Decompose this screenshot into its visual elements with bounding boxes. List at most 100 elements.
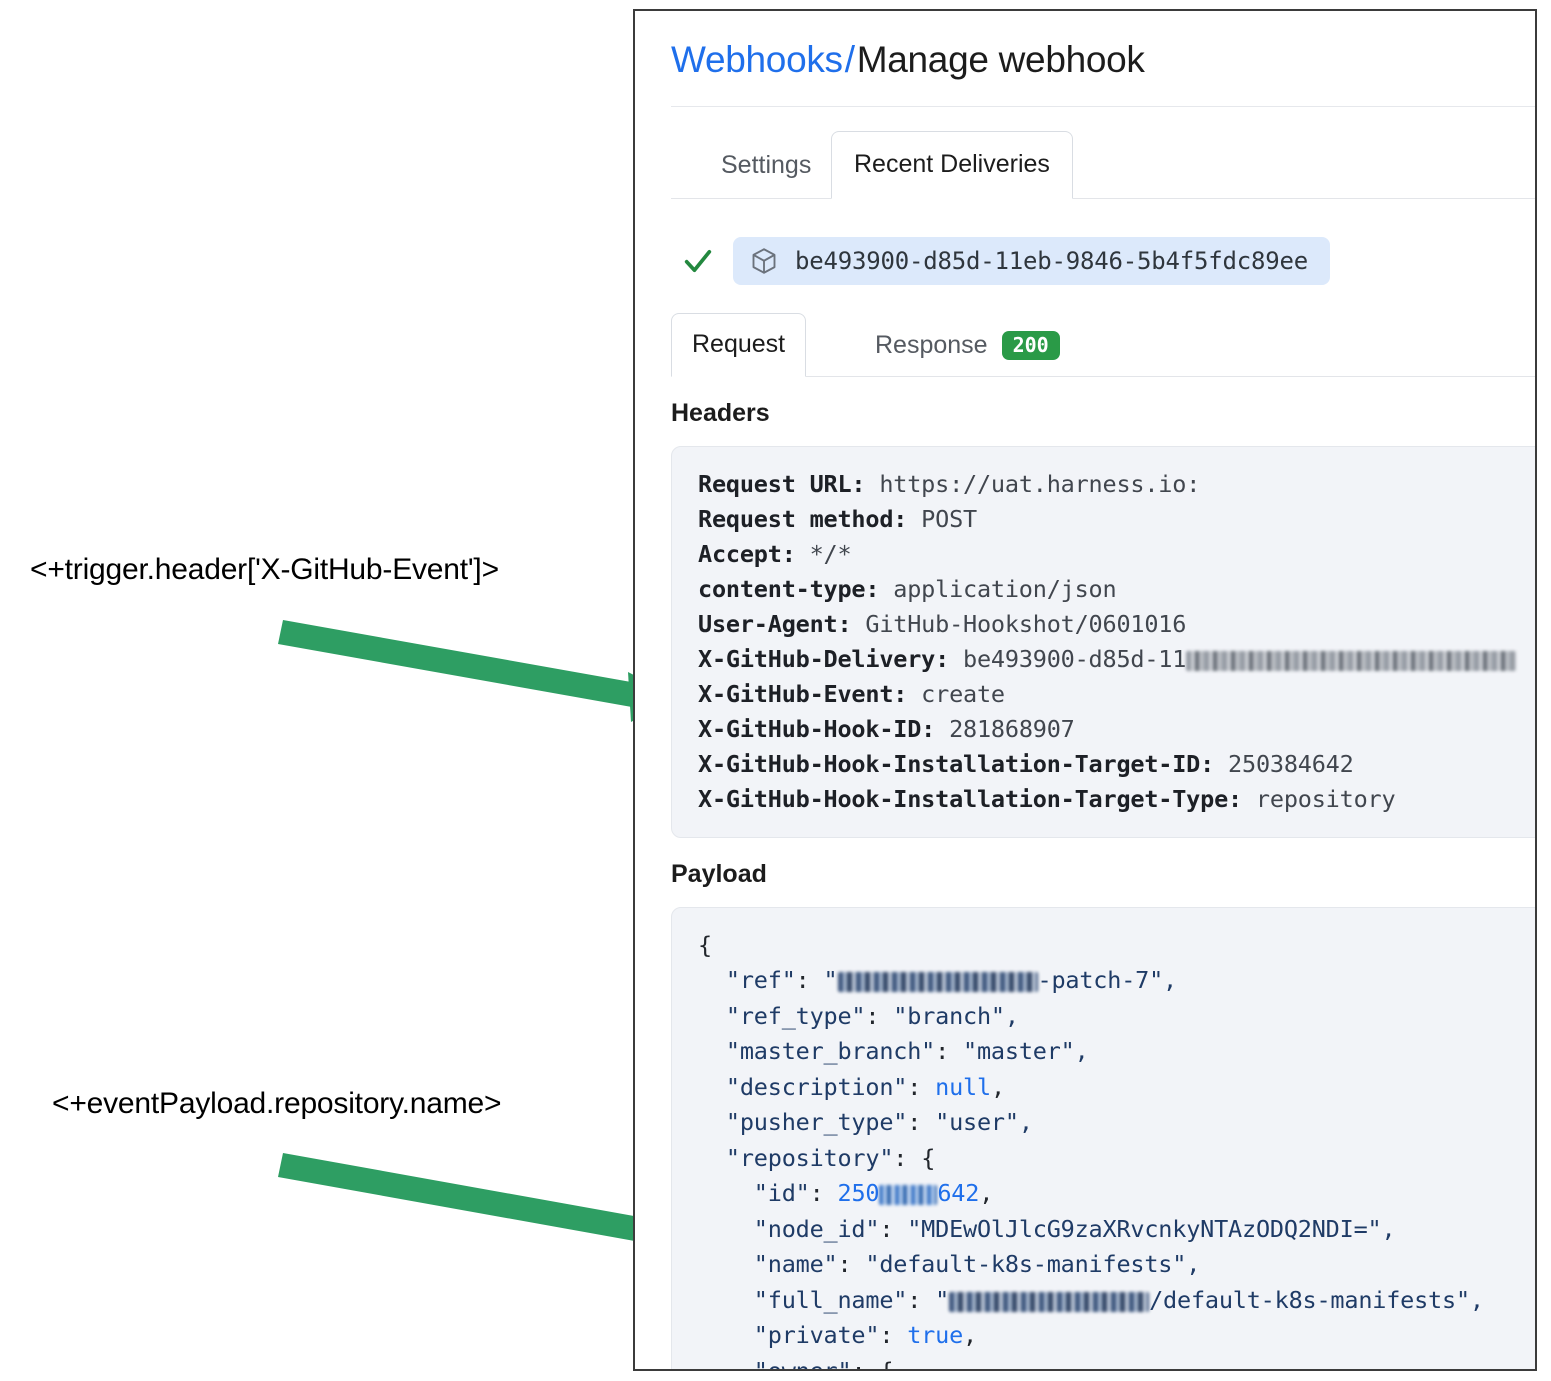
json-punct: , — [963, 1321, 977, 1350]
json-value: null — [935, 1072, 991, 1101]
header-key: Accept: — [698, 539, 796, 568]
breadcrumb-link-webhooks[interactable]: Webhooks — [671, 39, 843, 80]
header-line: Request URL: https://uat.harness.io: — [698, 467, 1535, 502]
breadcrumb-separator: / — [844, 39, 855, 80]
header-line: X-GitHub-Hook-Installation-Target-Type: … — [698, 782, 1535, 817]
json-key: "node_id" — [698, 1214, 880, 1243]
payload-line: "ref_type": "branch", — [698, 999, 1535, 1035]
annotation-label-trigger-header: <+trigger.header['X-GitHub-Event']> — [30, 553, 499, 586]
json-value: "default-k8s-manifests", — [865, 1250, 1201, 1279]
delivery-id-text: be493900-d85d-11eb-9846-5b4f5fdc89ee — [795, 246, 1308, 275]
json-value: "user", — [935, 1108, 1033, 1137]
delivery-id-chip[interactable]: be493900-d85d-11eb-9846-5b4f5fdc89ee — [733, 236, 1330, 285]
payload-line: "description": null, — [698, 1070, 1535, 1106]
json-key: "id" — [698, 1179, 810, 1208]
json-value: " — [823, 966, 838, 995]
header-key: Request method: — [698, 504, 908, 533]
json-key: "owner" — [698, 1356, 852, 1371]
header-key: X-GitHub-Hook-ID: — [698, 714, 936, 743]
header-line: X-GitHub-Event: create — [698, 677, 1535, 712]
payload-line: "ref": " -patch-7", — [698, 963, 1535, 999]
json-colon: : — [795, 966, 824, 995]
annotation-arrow-trigger-header — [278, 620, 676, 722]
json-colon: : — [851, 1356, 880, 1371]
payload-line: "private": true, — [698, 1318, 1535, 1354]
json-punct: , — [979, 1179, 994, 1208]
status-badge: 200 — [1001, 330, 1060, 360]
json-value: true — [907, 1321, 964, 1350]
sub-tab-bar-underline — [671, 375, 1535, 377]
json-key: "pusher_type" — [698, 1108, 908, 1137]
json-value: " — [935, 1285, 950, 1314]
header-value: https://uat.harness.io: — [865, 469, 1201, 498]
json-colon: : — [879, 1214, 908, 1243]
redacted-text — [879, 1185, 938, 1206]
header-value: GitHub-Hookshot/0601016 — [851, 609, 1187, 638]
header-line: X-GitHub-Delivery: be493900-d85d-11 — [698, 642, 1535, 677]
header-key: X-GitHub-Event: — [698, 679, 908, 708]
header-line: X-GitHub-Hook-ID: 281868907 — [698, 712, 1535, 747]
header-line: Request method: POST — [698, 502, 1535, 537]
json-colon: : — [907, 1285, 936, 1314]
tab-request[interactable]: Request — [671, 312, 807, 377]
json-value: "MDEwOlJlcG9zaXRvcnkyNTAzODQ2NDI=", — [907, 1214, 1396, 1243]
check-icon — [684, 249, 712, 272]
redacted-text — [1186, 650, 1517, 671]
payload-line: "repository": { — [698, 1141, 1535, 1177]
header-value: 281868907 — [935, 714, 1075, 743]
json-value: -patch-7", — [1037, 966, 1178, 995]
payload-line: { — [698, 928, 1535, 964]
redacted-text — [949, 1291, 1150, 1312]
header-key: User-Agent: — [698, 609, 852, 638]
header-line: content-type: application/json — [698, 572, 1535, 607]
annotation-label-event-payload: <+eventPayload.repository.name> — [52, 1087, 502, 1120]
json-key: "private" — [698, 1321, 880, 1350]
tab-settings[interactable]: Settings — [721, 150, 812, 179]
headers-heading: Headers — [671, 398, 770, 427]
cube-icon — [752, 247, 776, 274]
payload-code-box: { "ref": " -patch-7", "ref_type": "branch… — [671, 906, 1535, 1371]
json-colon: : — [907, 1072, 936, 1101]
json-key: "ref_type" — [698, 1001, 866, 1030]
sub-tab-bar: Request Response 200 — [671, 307, 1535, 377]
header-value: POST — [907, 504, 977, 533]
payload-line: "node_id": "MDEwOlJlcG9zaXRvcnkyNTAzODQ2… — [698, 1212, 1535, 1248]
tab-bar: Settings Recent Deliveries — [671, 127, 1535, 199]
header-value: repository — [1241, 784, 1396, 813]
breadcrumb: Webhooks/Manage webhook — [671, 39, 1535, 82]
json-key: "master_branch" — [698, 1037, 936, 1066]
payload-line: "pusher_type": "user", — [698, 1105, 1535, 1141]
json-colon: : — [879, 1321, 908, 1350]
header-key: Request URL: — [698, 469, 866, 498]
json-key: "description" — [698, 1072, 908, 1101]
json-value: 642 — [937, 1179, 980, 1208]
json-punct: , — [990, 1072, 1005, 1101]
payload-line: "name": "default-k8s-manifests", — [698, 1247, 1535, 1283]
payload-line: "full_name": "/default-k8s-manifests", — [698, 1283, 1535, 1319]
header-value: create — [907, 679, 1005, 708]
tab-recent-deliveries[interactable]: Recent Deliveries — [831, 130, 1073, 199]
header-key: content-type: — [698, 574, 880, 603]
json-key: "repository" — [698, 1143, 894, 1172]
tab-response[interactable]: Response 200 — [855, 315, 1080, 377]
header-value: application/json — [879, 574, 1117, 603]
webhook-panel: Webhooks/Manage webhook Settings Recent … — [633, 9, 1537, 1371]
json-value: "branch", — [893, 1001, 1019, 1030]
json-punct: { — [698, 930, 712, 959]
json-value: { — [879, 1356, 894, 1371]
header-key: X-GitHub-Delivery: — [698, 644, 950, 673]
json-value: { — [921, 1143, 936, 1172]
json-key: "ref" — [698, 966, 796, 995]
json-colon: : — [865, 1001, 894, 1030]
json-key: "name" — [698, 1250, 838, 1279]
delivery-row[interactable]: be493900-d85d-11eb-9846-5b4f5fdc89ee — [671, 236, 1535, 285]
header-key: X-GitHub-Hook-Installation-Target-ID: — [698, 749, 1215, 778]
json-value: "master", — [963, 1037, 1089, 1066]
header-value: be493900-d85d-11 — [949, 644, 1187, 673]
title-divider — [671, 105, 1535, 107]
header-value: */* — [795, 539, 852, 568]
page-title: Manage webhook — [856, 39, 1145, 80]
tab-response-label: Response — [875, 330, 988, 359]
tab-bar-underline — [671, 197, 1535, 199]
